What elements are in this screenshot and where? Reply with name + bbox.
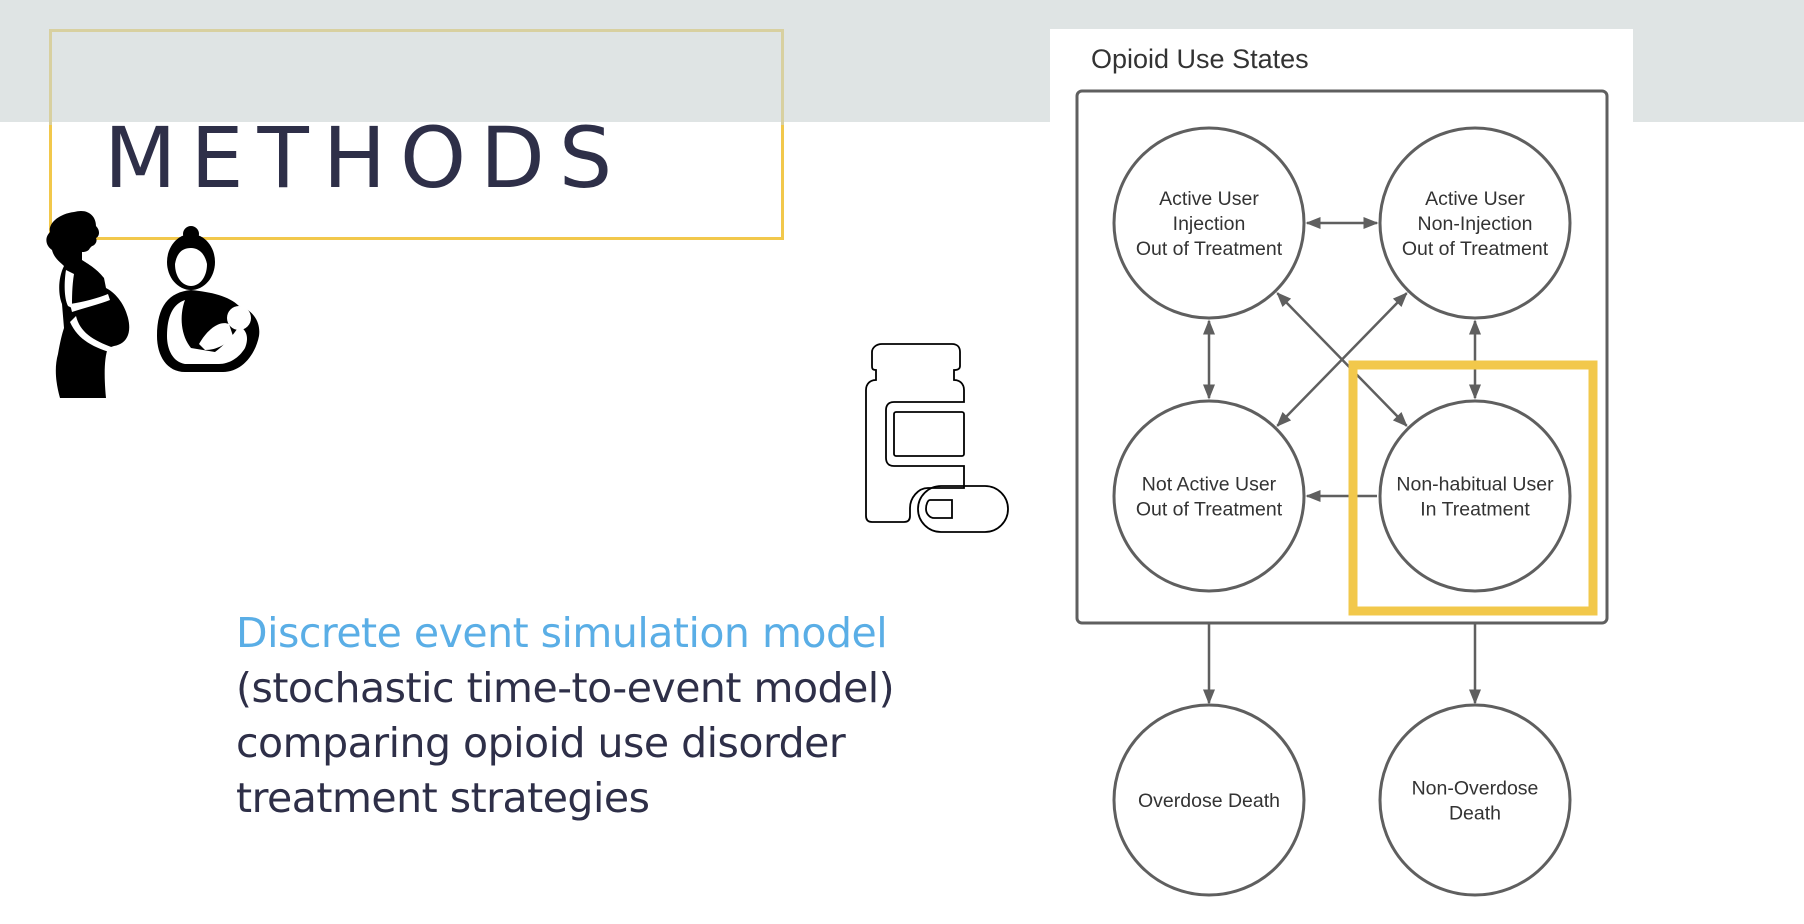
pill-bottle-icon — [865, 343, 1009, 533]
pregnant-woman-icon — [46, 210, 130, 398]
mother-with-baby-icon — [157, 226, 260, 372]
summary-line: treatment strategies — [236, 774, 650, 822]
diagram-title: Opioid Use States — [1091, 44, 1309, 74]
summary-line: comparing opioid use disorder — [236, 719, 846, 767]
title-frame — [49, 29, 784, 240]
summary-text: Discrete event simulation model (stochas… — [236, 606, 996, 826]
model-type-highlight: Discrete event simulation model — [236, 609, 888, 657]
summary-line: (stochastic time-to-event model) — [236, 664, 895, 712]
page-title: METHODS — [104, 109, 627, 207]
diagram-panel — [1050, 29, 1633, 924]
